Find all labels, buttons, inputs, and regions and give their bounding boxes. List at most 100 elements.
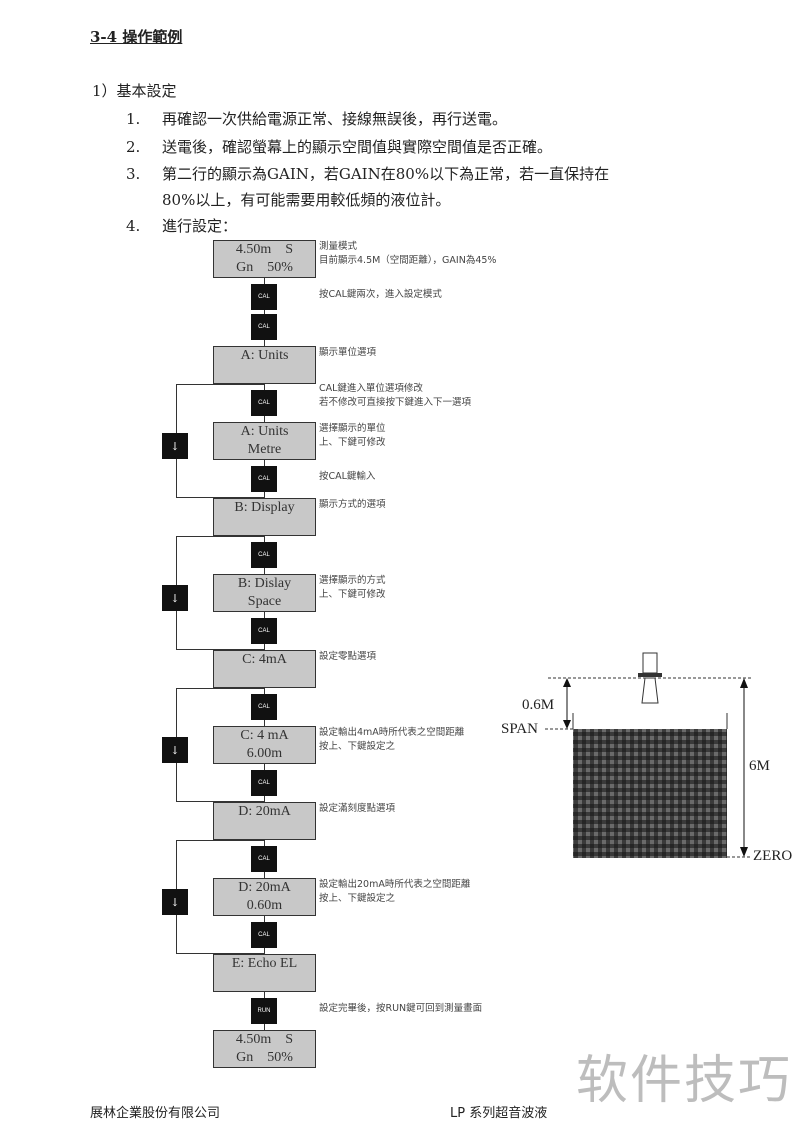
display-line-1: B: Display xyxy=(234,500,295,515)
step-note: 按CAL鍵兩次，進入設定模式 xyxy=(319,288,442,302)
sensor-icon xyxy=(638,652,662,704)
down-key-icon: ↓ xyxy=(162,433,188,459)
item-text: 送電後，確認螢幕上的顯示空間值與實際空間值是否正確。 xyxy=(162,138,553,156)
item-text: 再確認一次供給電源正常、接線無誤後，再行送電。 xyxy=(162,110,508,128)
step-note: 選擇顯示的方式上、下鍵可修改 xyxy=(319,574,386,602)
tank-liquid xyxy=(573,729,727,858)
cal-key-icon: CAL xyxy=(251,466,277,492)
note-line: 測量模式 xyxy=(319,241,358,252)
step-note: 顯示方式的選項 xyxy=(319,498,386,512)
step-note: 顯示單位選項 xyxy=(319,346,376,360)
cal-key-icon: CAL xyxy=(251,284,277,310)
cal-key-icon: CAL xyxy=(251,618,277,644)
step-note: 設定滿刻度點選項 xyxy=(319,802,395,816)
step-note: 測量模式目前顯示4.5M（空間距離），GAIN為45% xyxy=(319,240,496,268)
step-note: 設定輸出20mA時所代表之空間距離按上、下鍵設定之 xyxy=(319,878,470,906)
cal-key-icon: CAL xyxy=(251,846,277,872)
lcd-display: D: 20mA xyxy=(213,802,316,840)
watermark: 软件技巧 xyxy=(575,1051,792,1111)
note-line: CAL鍵進入單位選項修改 xyxy=(319,383,423,394)
display-line-1: D: 20mA xyxy=(238,804,291,819)
lcd-display: B: Display xyxy=(213,498,316,536)
item-number: 2. xyxy=(126,138,141,156)
down-key-icon: ↓ xyxy=(162,889,188,915)
step-note: 設定零點選項 xyxy=(319,650,376,664)
span-distance-label: 0.6M xyxy=(522,697,555,713)
span-label: SPAN xyxy=(501,721,538,737)
list-item: 4. 進行設定： xyxy=(126,215,237,236)
cal-key-icon: CAL xyxy=(251,770,277,796)
note-line: 設定輸出20mA時所代表之空間距離 xyxy=(319,879,471,890)
subsection-title: 1）基本設定 xyxy=(92,82,177,100)
display-line-1: D: 20mA xyxy=(238,880,291,895)
display-line-2: 0.60m xyxy=(246,898,283,913)
note-line: 設定零點選項 xyxy=(319,651,377,662)
note-line: 按CAL鍵輸入 xyxy=(319,471,376,482)
section-heading: 3-4 操作範例 xyxy=(90,28,183,46)
display-line-1: B: Dislay xyxy=(237,576,292,591)
lcd-display: 4.50m S Gn 50% xyxy=(213,240,316,278)
item-text: 第二行的顯示為GAIN，若GAIN在80%以下為正常，若一直保持在 xyxy=(162,165,610,183)
cal-key-icon: CAL xyxy=(251,542,277,568)
step-note: CAL鍵進入單位選項修改若不修改可直接按下鍵進入下一選項 xyxy=(319,382,471,410)
cal-key-icon: CAL xyxy=(251,390,277,416)
item-text: 進行設定： xyxy=(162,217,238,235)
item-number: 3. xyxy=(126,165,141,183)
display-line-1: C: 4 mA xyxy=(240,728,289,743)
note-line: 顯示單位選項 xyxy=(319,347,377,358)
note-line: 選擇顯示的方式 xyxy=(319,575,386,586)
note-line: 按CAL鍵兩次，進入設定模式 xyxy=(319,289,442,300)
down-key-icon: ↓ xyxy=(162,585,188,611)
lcd-display: C: 4mA xyxy=(213,650,316,688)
note-line: 設定輸出4mA時所代表之空間距離 xyxy=(319,727,465,738)
run-key-icon: RUN xyxy=(251,998,277,1024)
cal-key-icon: CAL xyxy=(251,314,277,340)
lcd-display: A: Units xyxy=(213,346,316,384)
step-note: 按CAL鍵輸入 xyxy=(319,470,375,484)
cal-key-icon: CAL xyxy=(251,694,277,720)
note-line: 設定滿刻度點選項 xyxy=(319,803,396,814)
item-number: 4. xyxy=(126,217,141,235)
display-line-1: 4.50m S xyxy=(235,1032,294,1047)
list-item: 3. 第二行的顯示為GAIN，若GAIN在80%以下為正常，若一直保持在 xyxy=(126,163,609,184)
note-line: 目前顯示4.5M（空間距離），GAIN為45% xyxy=(319,255,497,266)
step-note: 設定完畢後，按RUN鍵可回到測量畫面 xyxy=(319,1002,482,1016)
footer-product: LP 系列超音波液 xyxy=(450,1106,548,1121)
lcd-display: 4.50m S Gn 50% xyxy=(213,1030,316,1068)
note-line: 若不修改可直接按下鍵進入下一選項 xyxy=(319,397,472,408)
note-line: 上、下鍵可修改 xyxy=(319,437,386,448)
down-key-icon: ↓ xyxy=(162,737,188,763)
display-line-1: A: Units xyxy=(240,348,289,363)
note-line: 按上、下鍵設定之 xyxy=(319,893,396,904)
display-line-1: E: Echo EL xyxy=(231,956,298,971)
display-line-2: Gn 50% xyxy=(236,1050,293,1065)
full-range-label: 6M xyxy=(749,758,770,774)
display-line-1: 4.50m S xyxy=(235,242,294,257)
cal-key-icon: CAL xyxy=(251,922,277,948)
item-text-continued: 80%以上，有可能需要用較低頻的液位計。 xyxy=(162,191,451,209)
note-line: 設定完畢後，按RUN鍵可回到測量畫面 xyxy=(319,1003,483,1014)
footer-company: 展林企業股份有限公司 xyxy=(90,1106,221,1121)
note-line: 上、下鍵可修改 xyxy=(319,589,386,600)
lcd-display: D: 20mA 0.60m xyxy=(213,878,316,916)
display-line-1: C: 4mA xyxy=(242,652,287,667)
zero-label: ZERO xyxy=(753,848,793,864)
note-line: 按上、下鍵設定之 xyxy=(319,741,396,752)
display-line-2: Gn 50% xyxy=(236,260,293,275)
tank-diagram xyxy=(545,652,752,858)
step-note: 設定輸出4mA時所代表之空間距離按上、下鍵設定之 xyxy=(319,726,464,754)
note-line: 選擇顯示的單位 xyxy=(319,423,386,434)
display-line-1: A: Units xyxy=(240,424,289,439)
display-line-2: Metre xyxy=(247,442,282,457)
list-item: 1. 再確認一次供給電源正常、接線無誤後，再行送電。 xyxy=(126,108,507,129)
note-line: 顯示方式的選項 xyxy=(319,499,386,510)
list-item: 2. 送電後，確認螢幕上的顯示空間值與實際空間值是否正確。 xyxy=(126,136,552,157)
item-number: 1. xyxy=(126,110,141,128)
display-line-2: Space xyxy=(247,594,282,609)
lcd-display: E: Echo EL xyxy=(213,954,316,992)
step-note: 選擇顯示的單位上、下鍵可修改 xyxy=(319,422,386,450)
